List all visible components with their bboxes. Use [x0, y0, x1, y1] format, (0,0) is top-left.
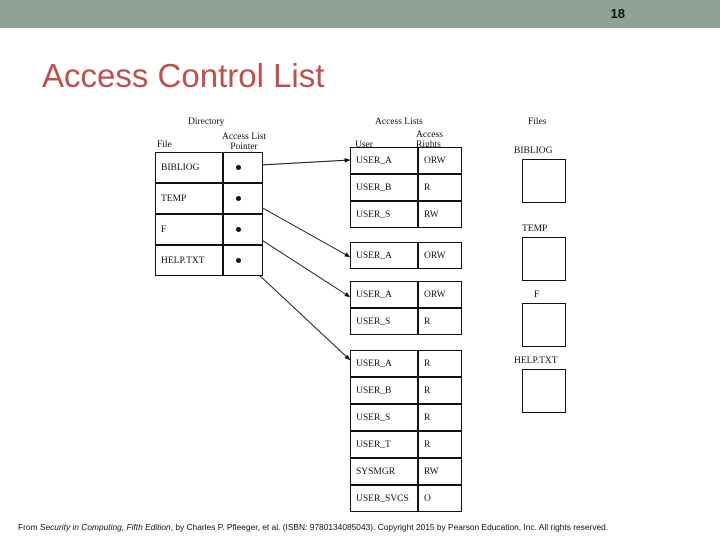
files-header: Files	[528, 117, 547, 127]
acl-user-cell: SYSMGR	[350, 458, 418, 485]
acl-rights-cell: RW	[418, 458, 462, 485]
citation-book-title: Security in Computing, Fifth Edition	[39, 522, 171, 532]
file-object-shape	[522, 303, 566, 347]
acl-user-cell: USER_A	[350, 242, 418, 269]
directory-pointer-cell	[223, 245, 263, 276]
user-column-header: User	[355, 140, 373, 150]
file-object-label: TEMP	[522, 224, 548, 234]
acl-user-cell: USER_A	[350, 147, 418, 174]
pointer-dot	[236, 165, 241, 170]
directory-file-cell: BIBLIOG	[155, 152, 223, 183]
acl-user-cell: USER_S	[350, 308, 418, 335]
directory-file-cell: TEMP	[155, 183, 223, 214]
acl-user-cell: USER_S	[350, 201, 418, 228]
acl-rights-cell: R	[418, 350, 462, 377]
file-column-header: File	[157, 140, 172, 150]
header-band	[0, 0, 720, 28]
directory-file-cell: F	[155, 214, 223, 245]
file-object-label: HELP.TXT	[514, 356, 558, 366]
acl-user-cell: USER_A	[350, 350, 418, 377]
acl-rights-cell: ORW	[418, 147, 462, 174]
acl-rights-cell: R	[418, 174, 462, 201]
acl-user-cell: USER_SVCS	[350, 485, 418, 512]
acl-rights-cell: R	[418, 404, 462, 431]
file-object-label: BIBLIOG	[514, 146, 553, 156]
acl-user-cell: USER_T	[350, 431, 418, 458]
file-object-shape	[522, 159, 566, 203]
citation-suffix: , by Charles P. Pfleeger, et al. (ISBN: …	[170, 522, 609, 532]
directory-pointer-cell	[223, 152, 263, 183]
acl-rights-cell: R	[418, 431, 462, 458]
acl-user-cell: USER_A	[350, 281, 418, 308]
file-object-shape	[522, 369, 566, 413]
source-citation: From Security in Computing, Fifth Editio…	[18, 522, 608, 532]
directory-pointer-cell	[223, 214, 263, 245]
acl-rights-cell: O	[418, 485, 462, 512]
acl-rights-cell: R	[418, 308, 462, 335]
slide-number: 18	[610, 6, 625, 21]
acl-rights-cell: ORW	[418, 242, 462, 269]
page-title: Access Control List	[42, 57, 325, 94]
citation-prefix: From	[18, 522, 40, 532]
directory-header: Directory	[188, 117, 225, 127]
acl-rights-cell: RW	[418, 201, 462, 228]
file-object-shape	[522, 237, 566, 281]
pointer-dot	[236, 196, 241, 201]
acl-rights-cell: ORW	[418, 281, 462, 308]
directory-pointer-cell	[223, 183, 263, 214]
acl-user-cell: USER_B	[350, 174, 418, 201]
pointer-dot	[236, 227, 241, 232]
acl-user-cell: USER_S	[350, 404, 418, 431]
access-lists-header: Access Lists	[375, 117, 423, 127]
acl-rights-cell: R	[418, 377, 462, 404]
pointer-dot	[236, 258, 241, 263]
file-object-label: F	[534, 290, 540, 300]
directory-file-cell: HELP.TXT	[155, 245, 223, 276]
acl-user-cell: USER_B	[350, 377, 418, 404]
